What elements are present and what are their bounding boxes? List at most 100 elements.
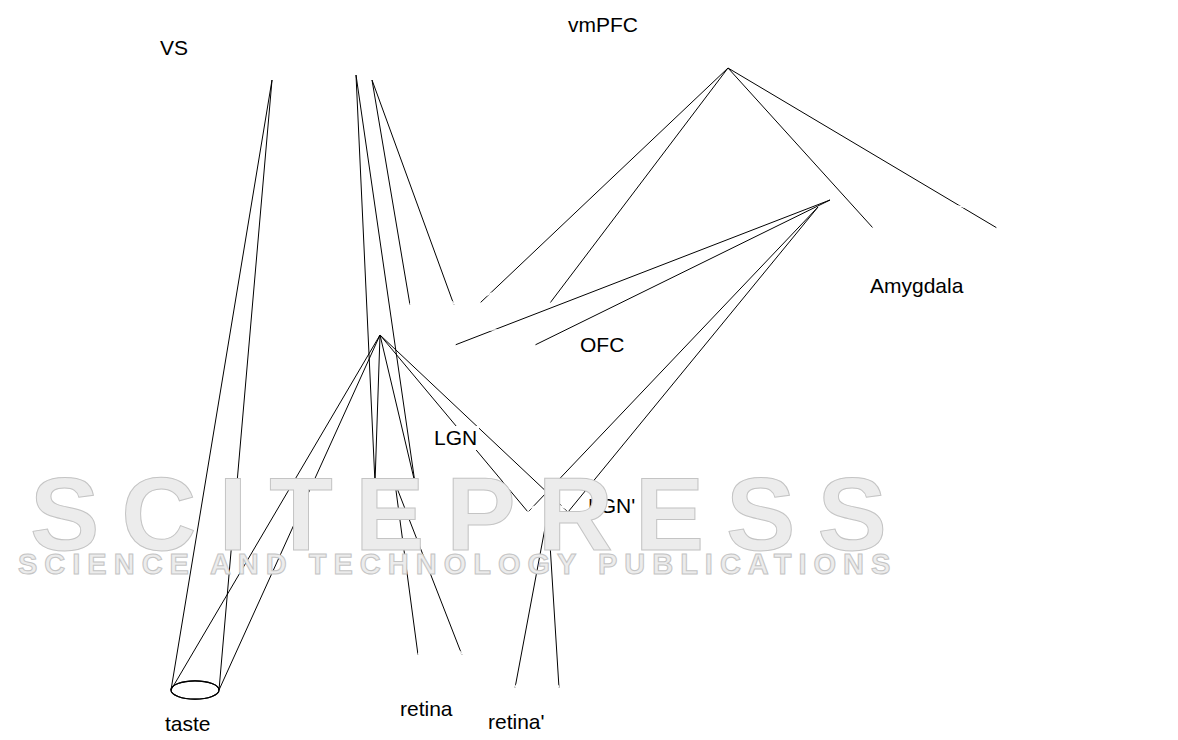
neuron-dot — [554, 293, 571, 303]
neuron-dot — [359, 93, 377, 104]
neuron-dot — [891, 237, 907, 246]
neuron-dot — [431, 325, 448, 335]
neuron-dot — [858, 6, 877, 15]
neuron-dot — [319, 357, 336, 367]
neuron-dot — [892, 208, 908, 217]
neuron-dot — [827, 222, 843, 231]
neuron-dot — [275, 75, 293, 86]
neuron-dot — [713, 6, 732, 15]
neuron-dot — [839, 63, 858, 72]
neuron-dot — [667, 63, 686, 72]
cone-line — [550, 68, 728, 303]
neuron-dot — [509, 341, 526, 351]
neuron-dot — [402, 325, 419, 335]
neuron-dot — [371, 57, 389, 68]
neural-sheet: OFC — [305, 290, 578, 370]
neuron-dot — [365, 75, 383, 86]
area-label: LGN — [432, 426, 479, 450]
area-label: taste — [163, 712, 213, 736]
neuron-dot — [359, 309, 376, 319]
neuron-dot — [386, 309, 403, 319]
neuron-dot — [881, 193, 897, 202]
neuron-dot — [327, 93, 345, 104]
neural-sheet: Amygdala — [730, 190, 1003, 263]
cone-line — [455, 200, 830, 345]
neural-sheet: retina' — [465, 600, 608, 740]
neuron-dot — [655, 6, 674, 15]
neuron-dot — [380, 357, 397, 367]
neuron-dot — [239, 39, 257, 50]
neuron-dot — [400, 57, 418, 68]
neuron-dot — [544, 325, 561, 335]
sheet-surface — [305, 290, 578, 370]
neuron-dot — [839, 237, 855, 246]
neuron-dot — [472, 357, 489, 367]
neuron-dot — [266, 39, 284, 50]
neuron-dot — [696, 63, 715, 72]
neuron-dot — [760, 237, 776, 246]
receptive-field-ellipse — [455, 330, 535, 360]
neuron-dot — [305, 75, 323, 86]
neuron-dot — [671, 49, 690, 58]
neuron-dot — [450, 293, 467, 303]
neuron-dot — [549, 309, 566, 319]
neuron-dot — [421, 341, 438, 351]
area-label: retina' — [486, 710, 547, 734]
neuron-dot — [487, 325, 504, 335]
neuron-dot — [801, 222, 817, 231]
neuron-dot — [929, 222, 945, 231]
neuron-dot — [867, 208, 883, 217]
neuron-dot — [284, 57, 302, 68]
neuron-dot — [413, 309, 430, 319]
neuron-dot — [824, 20, 843, 29]
neuron-dot — [442, 357, 459, 367]
sheet-shape — [730, 190, 1003, 263]
area-label: Amygdala — [868, 274, 965, 298]
neuron-dot — [350, 39, 368, 50]
sheet-shape — [122, 567, 265, 712]
neuron-dot — [522, 309, 539, 319]
neuron-dot — [425, 293, 442, 303]
neuron-dot — [856, 193, 872, 202]
sheet-surface — [368, 567, 510, 698]
projection-cone — [728, 68, 997, 252]
neuron-dot — [700, 49, 719, 58]
neuron-dot — [373, 293, 390, 303]
sheet-shape — [368, 567, 510, 698]
sheet-shape — [632, 3, 885, 75]
cone-line — [480, 68, 728, 303]
neuron-dot — [476, 293, 493, 303]
neuron-dot — [245, 75, 263, 86]
neuron-dot — [817, 208, 833, 217]
neuron-dot — [941, 208, 957, 217]
cone-line — [356, 75, 415, 483]
neuron-dot — [820, 35, 839, 44]
neuron-dot — [829, 6, 848, 15]
receptive-field-ellipse — [418, 647, 462, 664]
projection-cone — [372, 80, 454, 313]
receptive-field-ellipse — [171, 681, 219, 699]
neuron-dot — [848, 35, 867, 44]
neuron-dot — [198, 57, 216, 68]
neuron-dot — [853, 20, 872, 29]
neuron-dot — [929, 193, 945, 202]
neural-sheet: VS — [158, 35, 430, 108]
neuron-dot — [953, 193, 969, 202]
neuron-dot — [459, 325, 476, 335]
neuron-dot — [211, 39, 229, 50]
neuron-dot — [791, 35, 810, 44]
projection-cone — [455, 200, 830, 360]
neuron-dot — [185, 75, 203, 86]
neuron-dot — [832, 193, 848, 202]
neuron-dot — [405, 39, 423, 50]
receptive-field-ellipse — [410, 297, 454, 314]
neuron-dot — [762, 35, 781, 44]
receptive-field-ellipse — [873, 204, 997, 251]
neuron-dot — [395, 75, 413, 86]
neuron-dot — [757, 49, 776, 58]
neuron-dot — [878, 251, 894, 260]
neuron-dot — [966, 208, 982, 217]
neuron-dot — [313, 57, 331, 68]
neuron-dot — [798, 251, 814, 260]
area-label: vmPFC — [566, 13, 640, 37]
